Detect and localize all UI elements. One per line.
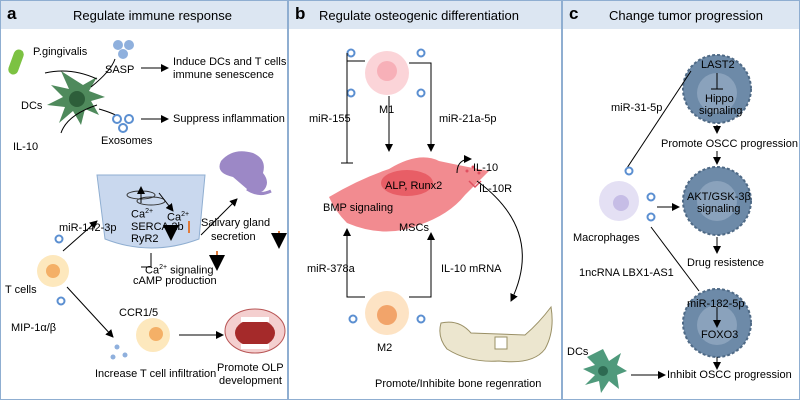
panel-a-label: a [7,4,17,23]
akt-label-2: signaling [697,203,741,215]
dendritic-cell-icon [583,349,627,393]
macrophage-icon [599,181,639,221]
panel-c-header: c Change tumor progression [563,1,799,29]
mscs-label: MSCs [399,222,429,234]
exosomes-label: Exosomes [101,135,153,147]
salivary-label-2: secretion [211,231,256,243]
panel-c-title: Change tumor progression [609,8,763,23]
macrophages-label: Macrophages [573,232,640,244]
il10-label: IL-10 [13,141,39,153]
hippo-label-2: signaling [699,105,743,117]
mir378-label: miR-378a [307,263,355,275]
lnc-label: 1ncRNA LBX1-AS1 [579,267,674,279]
induce-label-1: Induce DCs and T cells [173,56,287,68]
msc-cell-icon [329,157,489,232]
ca-label-1: Ca2+ [131,208,154,221]
bacterium-icon [8,49,24,75]
bmp-label: BMP signaling [323,202,394,214]
panel-a-diagram [8,40,287,360]
salivary-gland-icon [219,151,272,196]
panel-c: c Change tumor progression [562,0,800,400]
panel-b-label: b [295,4,306,23]
akt-label-1: AKT/GSK-3β [687,191,751,203]
ryr2-label: RyR2 [131,233,159,245]
ca-signaling-label: Ca2+ signaling [145,264,214,277]
panel-b-title: Regulate osteogenic differentiation [319,8,519,23]
increase-label: Increase T cell infiltration [95,368,217,380]
panel-a-header: a Regulate immune response [1,1,287,29]
olp-label-1: Promote OLP [217,362,284,374]
il10mrna-label: IL-10 mRNA [441,263,502,275]
tumor-cell-icon [682,166,752,236]
exosome-icon [346,48,426,324]
inhibit-oscc-label: Inhibit OSCC progression [667,369,792,381]
m2-label: M2 [377,342,393,354]
m1-label: M1 [379,104,395,116]
mir155-label: miR-155 [309,113,351,125]
il10-b-label: IL-10 [473,162,499,174]
induce-label-2: immune senescence [173,69,274,81]
mip-label: MIP-1α/β [11,322,57,334]
panel-b-header: b Regulate osteogenic differentiation [289,1,561,29]
ccr-label: CCR1/5 [119,307,159,319]
promote-oscc-label: Promote OSCC progression [661,138,798,150]
salivary-cell-icon [96,174,206,249]
m1-macrophage-icon [365,51,409,95]
exosome-icon [624,166,656,222]
mir142-label: miR-142-3p [59,222,117,234]
dendritic-cell-icon [47,71,105,125]
infiltrating-t-cell-icon [136,318,170,352]
sasp-dots-icon [113,40,134,59]
dcs-label: DCs [21,100,43,112]
mir21-label: miR-21a-5p [439,113,497,125]
tcells-label: T cells [5,284,37,296]
bone-label: Promote/Inhibite bone regenration [375,378,542,390]
panel-b-diagram [329,48,553,363]
mir31-label: miR-31-5p [611,102,663,114]
hippo-label-1: Hippo [705,93,734,105]
ca-label-2: Ca2+ [167,211,190,224]
t-cell-icon [37,255,69,287]
panel-a-title: Regulate immune response [73,8,232,23]
exosome-icon [112,114,134,133]
mouth-icon [224,308,286,354]
panel-a: a Regulate immune response [0,0,288,400]
chemokine-dots-icon [110,344,128,360]
sasp-label: SASP [105,64,135,76]
drug-label: Drug resistence [687,257,765,269]
olp-label-2: development [219,375,282,387]
foxo3-label: FOXO3 [701,329,739,341]
dcs-c-label: DCs [567,346,589,358]
m2-macrophage-icon [365,291,409,335]
panel-c-diagram [583,54,752,393]
pg-label: P.gingivalis [33,46,88,58]
salivary-label-1: Salivary gland [201,217,271,229]
suppress-label: Suppress inflammation [173,113,285,125]
mir182-label: miR-182-5p [687,298,745,310]
jaw-bone-icon [439,305,553,363]
panel-b: b Regulate osteogenic differentiation [288,0,562,400]
last2-label: LAST2 [701,59,735,71]
il10r-label: IL-10R [479,183,513,195]
mir-dot-icon [54,234,66,306]
panel-c-label: c [569,4,579,23]
camp-label: cAMP production [133,275,217,287]
serca-label: SERCA 2b [131,221,184,233]
alp-label: ALP, Runx2 [385,180,443,192]
